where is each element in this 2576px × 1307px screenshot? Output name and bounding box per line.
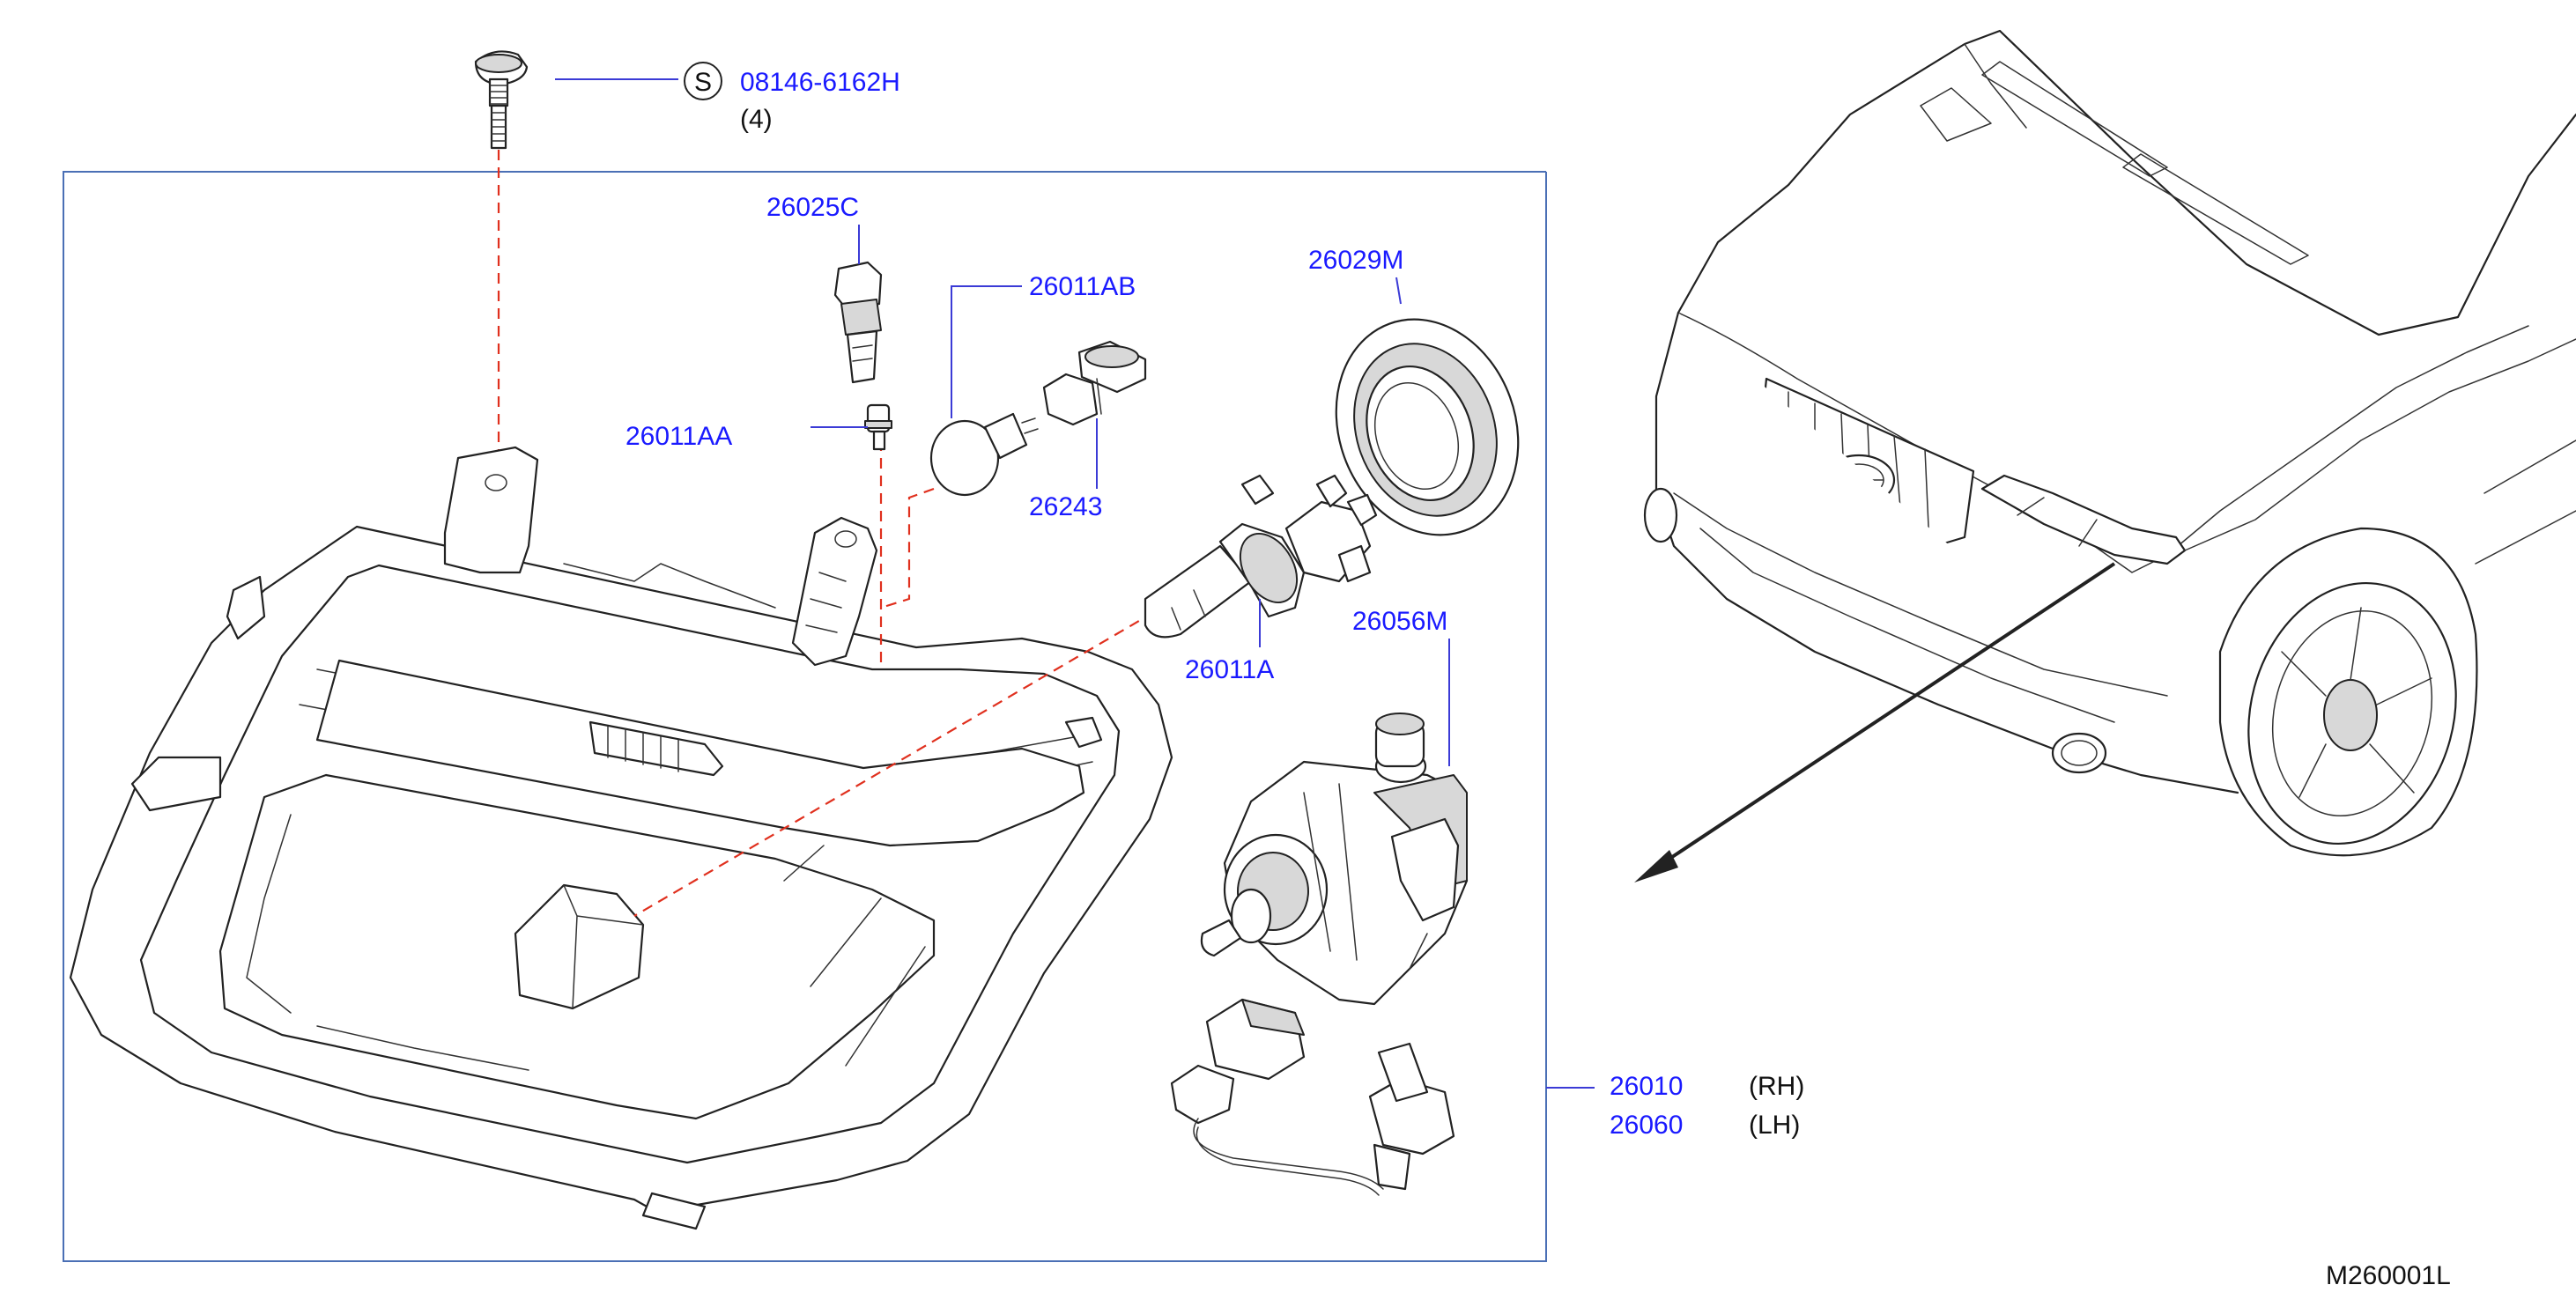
vehicle-front-icon [1643, 29, 2576, 857]
location-arrow-line [1654, 562, 2116, 869]
leader-26011ab [951, 285, 1022, 418]
bulb-26011a-icon [1144, 474, 1378, 639]
s-marker-circle [684, 62, 722, 100]
cap-26029m-icon [1335, 318, 1520, 536]
assembly-lh-part: 26060 [1610, 1111, 1683, 1140]
label-26011a: 26011A [1185, 655, 1274, 684]
assembly-callout: 26010 (RH) 26060 (LH) [1610, 1072, 1804, 1140]
screw-callout: S 08146-6162H (4) [684, 62, 900, 134]
bulb-ab-guide [880, 487, 935, 609]
assembly-frame [63, 171, 1547, 1262]
assembly-lh-side: (LH) [1749, 1111, 1800, 1140]
label-26011ab: 26011AB [1029, 272, 1136, 301]
label-26029m: 26029M [1308, 246, 1403, 275]
screw-icon [474, 50, 529, 150]
label-26011aa: 26011AA [625, 422, 732, 451]
socket-26025c-icon [833, 261, 883, 384]
screw-part-number: 08146-6162H [740, 68, 900, 97]
leader-26029m [1395, 277, 1402, 305]
motor-26056m-icon [1200, 713, 1469, 1006]
s-marker: S [694, 68, 712, 97]
wire-harness-icon [1170, 998, 1455, 1196]
label-26243: 26243 [1029, 492, 1102, 521]
screw-quantity: (4) [740, 105, 773, 134]
bulb-26011aa-icon [864, 403, 892, 451]
headlamp-housing [69, 446, 1173, 1230]
main-bulb-guide [633, 611, 1155, 917]
bulb-26011ab-icon [929, 412, 1039, 497]
label-26025c: 26025C [766, 193, 859, 222]
location-arrow-head [1634, 850, 1678, 882]
assembly-rh-side: (RH) [1749, 1072, 1804, 1101]
socket-26243-icon [1042, 340, 1147, 426]
assembly-rh-part: 26010 [1610, 1072, 1683, 1101]
diagram-id: M260001L [2326, 1261, 2451, 1290]
label-26056m: 26056M [1352, 607, 1447, 636]
